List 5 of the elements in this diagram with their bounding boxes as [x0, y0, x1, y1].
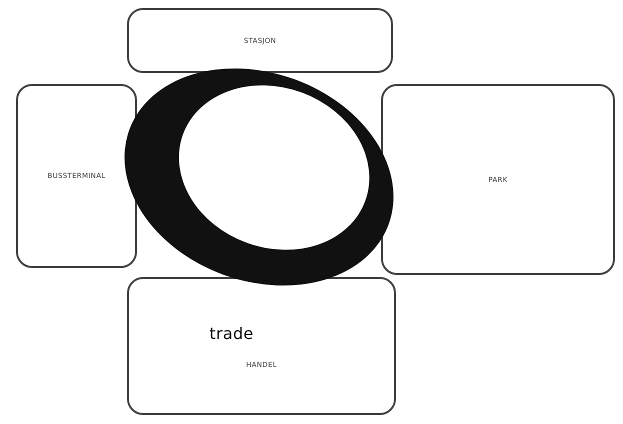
rounded-box [16, 84, 137, 268]
heading-text: trade [209, 324, 254, 342]
rounded-box [127, 8, 393, 73]
rounded-box [381, 84, 615, 275]
rounded-box [127, 277, 396, 415]
